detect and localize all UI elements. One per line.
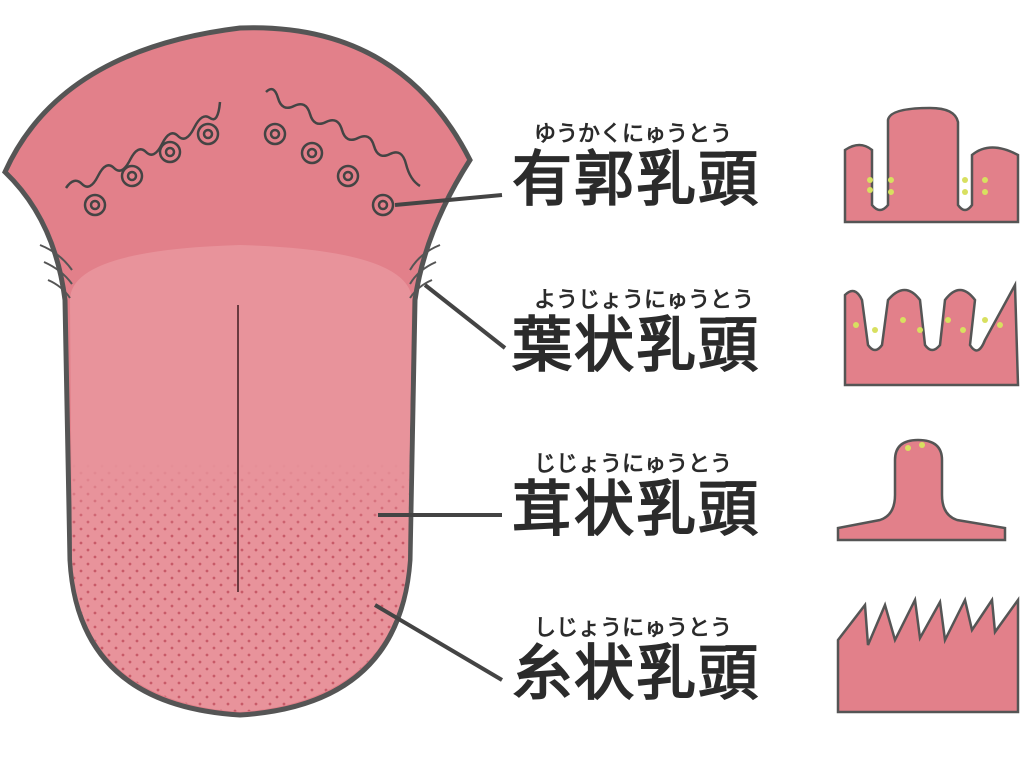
reading: じじょうにゅうとう [534, 452, 733, 477]
name: 有郭乳頭 [512, 145, 760, 215]
circumvallate-section [843, 106, 1020, 224]
name: 茸状乳頭 [512, 475, 760, 545]
taste-buds [853, 177, 1003, 451]
tongue [1, 25, 473, 718]
name: 糸状乳頭 [512, 639, 760, 709]
label-fungiform: じじょうにゅうとう 茸状乳頭 [512, 446, 812, 542]
leader-lines [373, 193, 507, 682]
name: 葉状乳頭 [512, 311, 760, 381]
reading: ようじょうにゅうとう [534, 288, 755, 313]
foliate-section [843, 280, 1020, 387]
label-filiform: しじょうにゅうとう 糸状乳頭 [512, 610, 812, 706]
filiform-section [836, 595, 1020, 714]
reading: しじょうにゅうとう [534, 616, 733, 641]
fungiform-section [836, 438, 1007, 542]
reading: ゆうかくにゅうとう [534, 122, 733, 147]
circumvallate-circles [83, 122, 395, 217]
cross-sections [836, 106, 1020, 714]
label-foliate: ようじょうにゅうとう 葉状乳頭 [512, 282, 812, 378]
label-circumvallate: ゆうかくにゅうとう 有郭乳頭 [512, 116, 812, 212]
